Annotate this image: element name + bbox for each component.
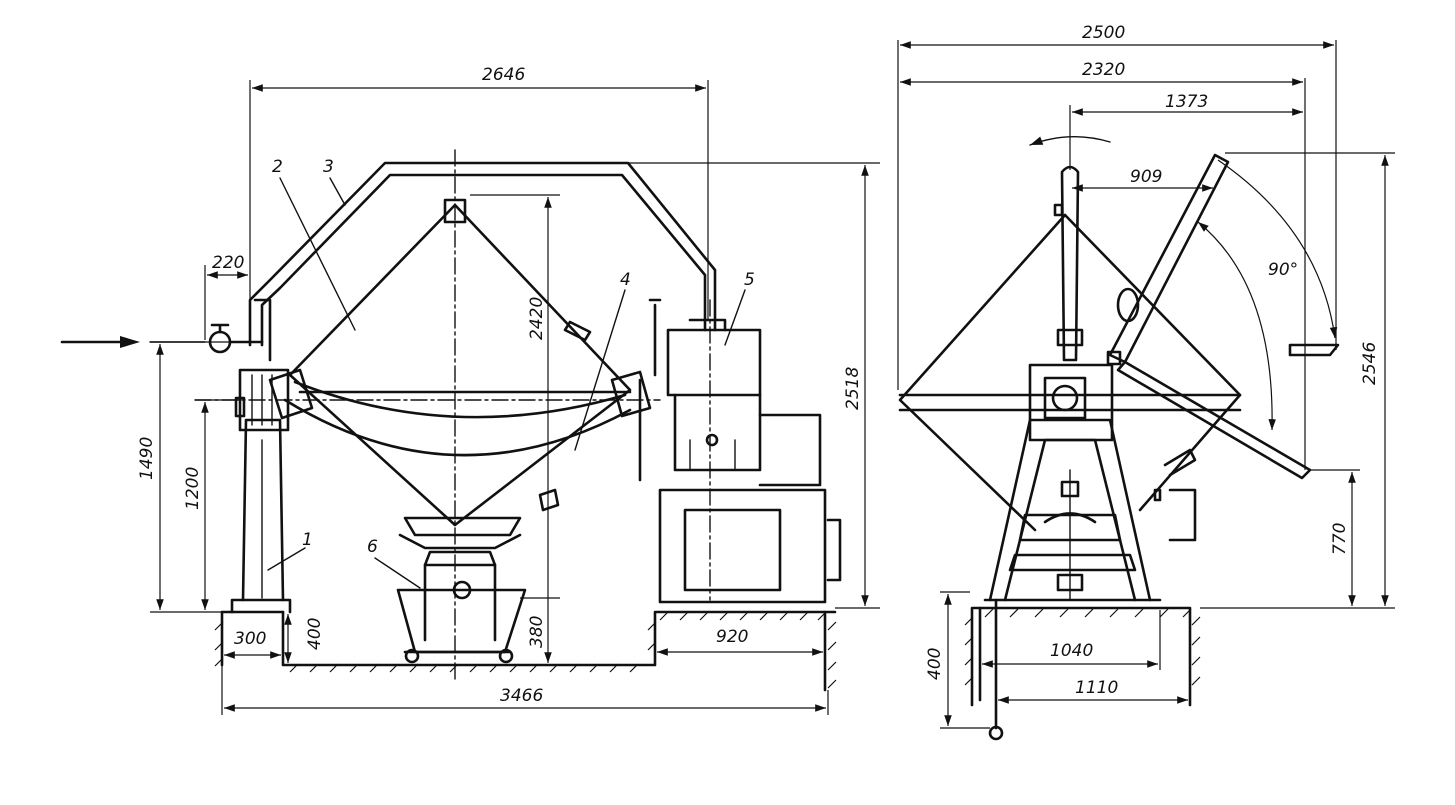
part-label-4: 4 <box>620 270 631 290</box>
dim-1373: 1373 <box>1165 92 1208 112</box>
lever-rotated <box>1106 153 1312 480</box>
dim-2546: 2546 <box>1360 342 1380 385</box>
dim-380: 380 <box>527 616 547 648</box>
dim-2420: 2420 <box>527 297 547 340</box>
dim-3466: 3466 <box>500 686 543 706</box>
dim-1490: 1490 <box>137 437 157 480</box>
lever-upright <box>1053 165 1084 362</box>
guard-rail <box>248 161 717 347</box>
drive-unit <box>638 298 842 604</box>
side-view: 2500 2320 1373 909 90° 2546 770 400 1040… <box>897 23 1395 741</box>
discharge-trolley <box>396 516 527 664</box>
foundation-right <box>964 598 1201 741</box>
part-label-6: 6 <box>367 537 378 557</box>
dim-angle-90: 90° <box>1268 260 1298 280</box>
part-label-3: 3 <box>323 157 334 177</box>
part-label-2: 2 <box>272 157 283 177</box>
dim-300: 300 <box>234 629 266 649</box>
side-fittings <box>1153 343 1340 542</box>
part-label-1: 1 <box>302 530 313 550</box>
dim-1040: 1040 <box>1050 641 1093 661</box>
dim-770: 770 <box>1330 523 1350 555</box>
support-column <box>230 368 292 614</box>
dim-2500: 2500 <box>1082 23 1125 43</box>
dim-400-left: 400 <box>305 618 325 650</box>
dim-1200: 1200 <box>183 467 203 510</box>
double-cone <box>268 198 652 527</box>
dim-400-right: 400 <box>925 648 945 680</box>
front-dimensions <box>150 80 880 715</box>
dim-2320: 2320 <box>1082 60 1125 80</box>
foundation-left <box>214 610 837 692</box>
front-view: 2646 220 1490 1200 2420 380 2518 300 400… <box>60 65 880 715</box>
part-label-5: 5 <box>744 270 755 290</box>
dim-1110: 1110 <box>1075 678 1118 698</box>
dim-2518: 2518 <box>843 367 863 410</box>
dim-220: 220 <box>212 253 244 273</box>
inlet-valve <box>60 298 272 362</box>
dim-920: 920 <box>716 627 748 647</box>
dim-2646: 2646 <box>482 65 525 85</box>
dim-909: 909 <box>1130 167 1162 187</box>
a-frame <box>983 363 1162 602</box>
side-dimensions <box>897 40 1395 729</box>
